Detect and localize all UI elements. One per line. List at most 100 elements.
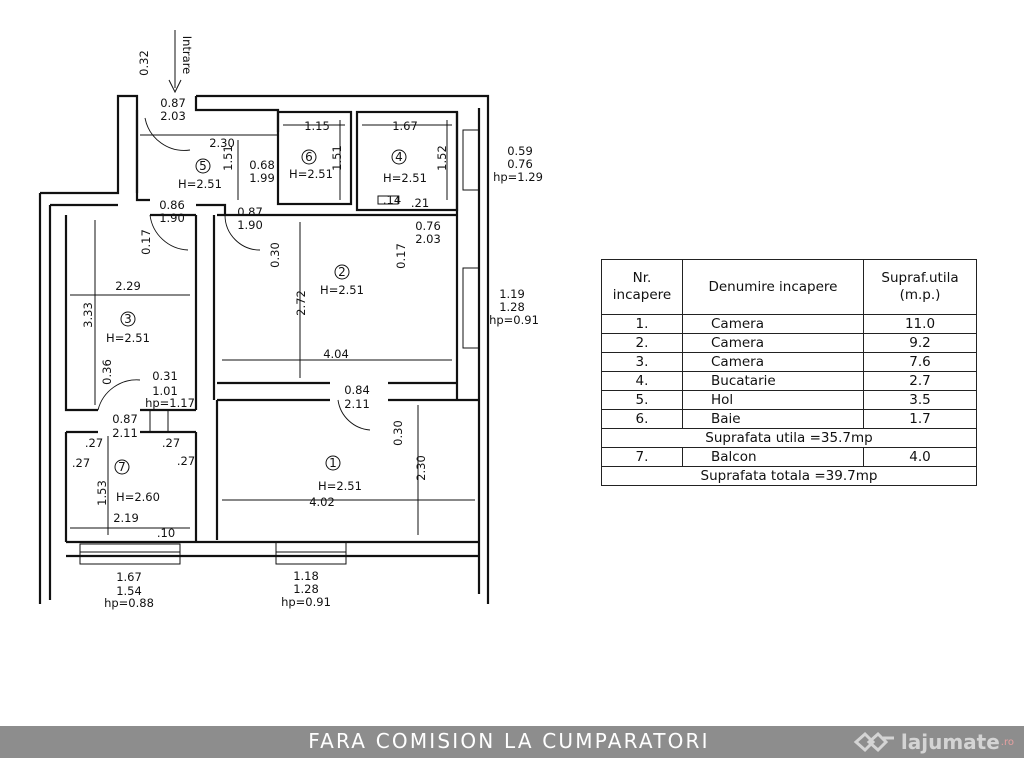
header-nr: Nr. incapere <box>601 259 683 315</box>
dimension-label: 1.53 <box>95 480 109 506</box>
row-name: Hol <box>682 390 864 410</box>
total-text: Suprafata totala =39.7mp <box>601 466 977 486</box>
room-height: H=2.60 <box>116 490 160 504</box>
row-name: Camera <box>682 314 864 334</box>
room-number: 5 <box>199 159 207 173</box>
table-row: 6. Baie 1.7 <box>601 409 977 429</box>
room-number: 1 <box>329 456 337 470</box>
dimension-label: .27 <box>72 456 90 470</box>
row-name: Balcon <box>682 447 864 467</box>
table-row: 1. Camera 11.0 <box>601 314 977 334</box>
dimension-label: 2.30 <box>209 136 235 150</box>
dimension-label: 1.51 <box>221 145 235 171</box>
dimension-label: 0.76 <box>415 219 441 233</box>
row-nr: 2. <box>601 333 683 353</box>
subtotal-row: Suprafata utila =35.7mp <box>601 428 977 448</box>
dimension-label: 2.03 <box>415 232 441 246</box>
room-number: 4 <box>395 150 403 164</box>
dimension-label: 1.67 <box>116 570 142 584</box>
dimension-label: hp=0.88 <box>104 596 154 610</box>
dimension-label: .14 <box>383 193 401 207</box>
promo-banner: FARA COMISION LA CUMPARATORI lajumate.ro <box>0 726 1024 758</box>
dimension-label: 0.30 <box>268 242 282 268</box>
dimension-label: 2.29 <box>115 279 141 293</box>
room-height: H=2.51 <box>318 479 362 493</box>
row-nr: 3. <box>601 352 683 372</box>
dimension-label: 2.19 <box>113 511 139 525</box>
dimension-label: 0.87 <box>160 96 186 110</box>
dimension-label: 0.87 <box>237 205 263 219</box>
row-nr: 1. <box>601 314 683 334</box>
dimension-label: 2.30 <box>414 455 428 481</box>
header-name: Denumire incapere <box>682 259 864 315</box>
dimension-label: 1.90 <box>237 218 263 232</box>
dimension-label: 1.19 <box>499 287 525 301</box>
dimension-label: 0.31 <box>152 369 178 383</box>
row-area: 2.7 <box>863 371 977 391</box>
row-area: 11.0 <box>863 314 977 334</box>
site-watermark: lajumate.ro <box>853 726 1014 758</box>
table-row: 2. Camera 9.2 <box>601 333 977 353</box>
dimension-label: 4.04 <box>323 347 349 361</box>
dimension-label: hp=0.91 <box>489 313 539 327</box>
banner-text: FARA COMISION LA CUMPARATORI <box>308 729 710 753</box>
row-name: Camera <box>682 352 864 372</box>
row-area: 7.6 <box>863 352 977 372</box>
room-height: H=2.51 <box>320 283 364 297</box>
dimension-label: 0.87 <box>112 412 138 426</box>
dimension-label: 2.72 <box>294 290 308 316</box>
dimension-label: 1.99 <box>249 171 275 185</box>
dimension-label: 0.32 <box>137 50 151 76</box>
row-nr: 4. <box>601 371 683 391</box>
dimension-label: .27 <box>162 436 180 450</box>
table-row: 4. Bucatarie 2.7 <box>601 371 977 391</box>
row-nr: 6. <box>601 409 683 429</box>
room-height: H=2.51 <box>289 167 333 181</box>
row-nr: 5. <box>601 390 683 410</box>
plan-labels: 1H=2.512H=2.513H=2.514H=2.515H=2.516H=2.… <box>72 36 543 610</box>
dimension-label: 1.67 <box>392 119 418 133</box>
table-row: 5. Hol 3.5 <box>601 390 977 410</box>
header-area: Supraf.utila (m.p.) <box>863 259 977 315</box>
dimension-label: 0.17 <box>139 229 153 255</box>
table-header-row: Nr. incapere Denumire incapere Supraf.ut… <box>601 259 977 315</box>
room-number: 6 <box>305 150 313 164</box>
dimension-label: 1.01 <box>152 384 178 398</box>
total-row: Suprafata totala =39.7mp <box>601 466 977 486</box>
door-swings <box>97 117 399 433</box>
dimension-label: 1.18 <box>293 569 319 583</box>
logo-icon <box>853 731 894 753</box>
dimension-label: 0.68 <box>249 158 275 172</box>
room-area-table: Nr. incapere Denumire incapere Supraf.ut… <box>601 259 977 486</box>
dimension-label: 1.51 <box>330 145 344 171</box>
dimension-label: 2.11 <box>112 426 138 440</box>
room-height: H=2.51 <box>178 177 222 191</box>
dimension-label: 0.59 <box>507 144 533 158</box>
dimension-lines <box>70 120 475 535</box>
dimension-label: .27 <box>177 454 195 468</box>
dimension-label: 0.17 <box>394 243 408 269</box>
row-name: Baie <box>682 409 864 429</box>
room-markers <box>114 149 407 475</box>
entry-label: Intrare <box>180 36 194 75</box>
room-number: 2 <box>338 265 346 279</box>
dimension-label: 1.15 <box>304 119 330 133</box>
row-name: Bucatarie <box>682 371 864 391</box>
dimension-label: 1.90 <box>159 211 185 225</box>
dimension-label: 2.03 <box>160 109 186 123</box>
dimension-label: 4.02 <box>309 495 335 509</box>
dimension-label: 0.86 <box>159 198 185 212</box>
room-height: H=2.51 <box>383 171 427 185</box>
dimension-label: 0.76 <box>507 157 533 171</box>
table-row: 3. Camera 7.6 <box>601 352 977 372</box>
dimension-label: hp=1.29 <box>493 170 543 184</box>
dimension-label: 2.11 <box>344 397 370 411</box>
dimension-label: 1.28 <box>293 582 319 596</box>
dimension-label: hp=0.91 <box>281 595 331 609</box>
dimension-label: 0.30 <box>391 420 405 446</box>
dimension-label: 0.84 <box>344 383 370 397</box>
table-row: 7. Balcon 4.0 <box>601 447 977 467</box>
row-area: 3.5 <box>863 390 977 410</box>
dimension-label: 0.36 <box>100 359 114 385</box>
